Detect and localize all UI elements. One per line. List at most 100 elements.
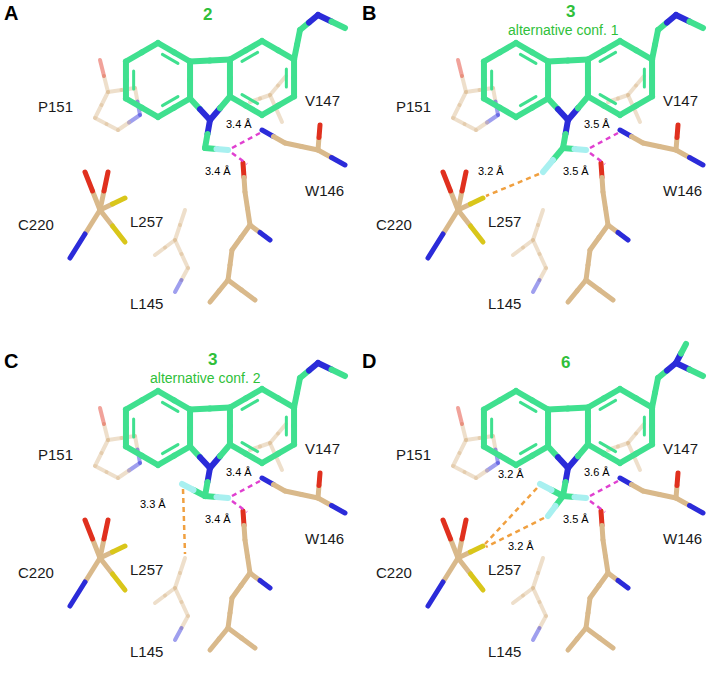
residue-label: W146 — [663, 530, 702, 547]
double-bond — [600, 443, 616, 452]
bond-stick — [228, 280, 242, 290]
bond-stick — [95, 118, 107, 124]
bond-stick — [100, 558, 113, 574]
double-bond — [242, 443, 258, 452]
bond-stick — [220, 445, 230, 457]
bond-stick — [690, 370, 704, 377]
double-bond — [600, 52, 616, 61]
structure-panel — [70, 363, 345, 650]
residue-label: V147 — [663, 440, 698, 457]
residue-label: P151 — [396, 446, 431, 463]
contact-dash — [486, 174, 539, 196]
bond-stick — [95, 105, 102, 118]
residue-label: L257 — [130, 213, 163, 230]
double-bond — [600, 95, 616, 104]
bond-stick — [690, 22, 704, 29]
bond-stick — [471, 546, 484, 552]
residue-label: W146 — [305, 530, 344, 547]
bond-stick — [104, 424, 108, 440]
bond-stick — [100, 408, 104, 424]
structure-panel — [428, 344, 703, 650]
bond-stick — [500, 391, 516, 400]
bond-stick — [242, 290, 256, 300]
bond-stick — [104, 172, 108, 191]
bond-stick — [568, 60, 588, 61]
bond-stick — [493, 88, 496, 102]
contact-dash — [183, 489, 185, 554]
bond-stick — [302, 147, 319, 151]
bond-stick — [85, 172, 93, 191]
bond-stick — [443, 172, 451, 191]
bond-stick — [428, 582, 443, 606]
double-bond — [242, 52, 258, 61]
double-bond — [520, 97, 536, 106]
bond-stick — [458, 60, 462, 76]
bond-stick — [95, 466, 107, 472]
bond-stick — [603, 540, 606, 557]
distance-label: 3.5 Å — [563, 513, 589, 526]
bond-stick — [681, 344, 686, 354]
bond-stick — [155, 596, 165, 604]
bond-stick — [636, 424, 644, 434]
bond-stick — [85, 520, 93, 539]
compound-number: 3 — [208, 350, 217, 370]
bond-stick — [533, 280, 540, 292]
panel-letter: A — [4, 2, 18, 25]
bond-stick — [278, 424, 286, 434]
bond-stick — [690, 506, 704, 514]
double-bond — [490, 71, 493, 89]
double-bond — [132, 71, 135, 89]
compound-number: 3 — [566, 2, 575, 22]
bond-stick — [600, 638, 614, 648]
bond-stick — [319, 125, 320, 138]
bond-stick — [443, 520, 451, 539]
bond-stick — [466, 438, 480, 440]
bond-stick — [102, 92, 109, 105]
structure-panel — [70, 15, 345, 302]
compound-number: 6 — [561, 353, 570, 373]
contact-dash — [232, 133, 260, 148]
residue-label: P151 — [38, 446, 73, 463]
residue-label: C220 — [18, 216, 54, 233]
double-bond — [520, 402, 536, 411]
bond-stick — [332, 22, 346, 29]
bond-stick — [70, 234, 85, 258]
bond-stick — [113, 226, 126, 242]
contact-dash — [590, 153, 605, 164]
bond-stick — [285, 491, 302, 495]
double-bond — [132, 419, 135, 437]
bond-stick — [248, 209, 251, 226]
double-bond — [600, 400, 616, 409]
bond-stick — [634, 457, 640, 471]
bond-stick — [466, 90, 480, 92]
structure-panel — [428, 15, 703, 302]
bond-stick — [460, 92, 467, 105]
bond-stick — [142, 43, 158, 52]
bond-stick — [142, 391, 158, 400]
bond-stick — [104, 520, 108, 539]
bond-stick — [600, 290, 614, 300]
bond-stick — [568, 291, 577, 302]
distance-label: 3.6 Å — [584, 466, 610, 479]
bond-stick — [462, 520, 466, 539]
bond-stick — [533, 240, 540, 254]
bond-stick — [533, 628, 540, 640]
bond-stick — [618, 233, 628, 241]
bond-stick — [245, 540, 248, 557]
bond-stick — [332, 158, 346, 166]
residue-label: L257 — [488, 213, 521, 230]
bond-stick — [95, 453, 102, 466]
distance-label: 3.2 Å — [508, 540, 534, 553]
double-bond — [162, 54, 178, 63]
bond-stick — [458, 408, 462, 424]
bond-stick — [260, 233, 270, 241]
bond-stick — [575, 497, 587, 498]
bond-stick — [104, 76, 108, 92]
bond-stick — [606, 209, 609, 226]
bond-stick — [540, 268, 547, 280]
double-bond — [162, 445, 178, 454]
bond-stick — [568, 639, 577, 650]
bond-stick — [540, 616, 547, 628]
